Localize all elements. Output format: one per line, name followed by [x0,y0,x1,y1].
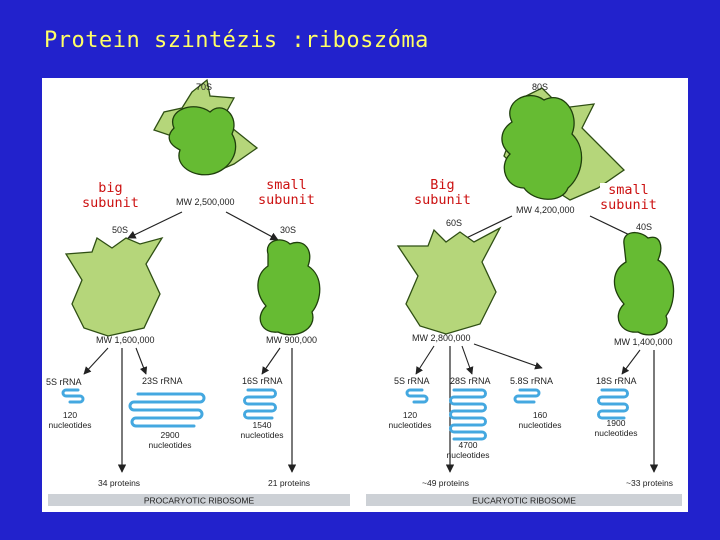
prokaryote-23s-rrna-shape [128,392,206,428]
eukaryote-5s-rrna-label: 5S rRNA [394,376,430,386]
prokaryote-70s-mw: MW 2,500,000 [176,197,235,207]
prokaryote-30s-subunit [257,239,321,336]
prokaryote-30s-mw: MW 900,000 [266,335,317,345]
eukaryote-big-subunit-label: Big subunit [414,177,471,208]
prokaryote-5s-rrna-label: 5S rRNA [46,377,82,387]
eukaryote-18s-rrna-label: 18S rRNA [596,376,637,386]
prokaryote-23s-rrna-label: 23S rRNA [142,376,183,386]
prokaryote-30s-label: 30S [280,225,296,235]
eukaryote-40s-protein-count: ~33 proteins [626,478,673,488]
prokaryote-small-subunit-label: small subunit [258,177,315,208]
prokaryote-50s-subunit [64,236,164,337]
eukaryote-80s-ribosome [501,87,626,201]
eukaryote-40s-label: 40S [636,222,652,232]
eukaryote-footer-label: EUCARYOTIC RIBOSOME [472,496,576,506]
eukaryote-60s-label: 60S [446,218,462,228]
ribosome-diagram: 70S MW 2,500,000 50S MW 1,600,000 30S MW… [42,78,688,512]
eukaryote-28s-rrna-shape [449,388,487,441]
prokaryote-70s-ribosome [153,78,259,176]
eukaryote-58s-rrna-shape [513,388,541,404]
prokaryote-footer-bar [48,494,350,506]
prokaryote-30s-protein-count: 21 proteins [268,478,310,488]
prokaryote-50s-mw: MW 1,600,000 [96,335,155,345]
eukaryote-footer-bar [366,494,682,506]
eukaryote-40s-subunit [613,232,675,336]
eukaryote-28s-rrna-label: 28S rRNA [450,376,491,386]
eukaryote-40s-mw: MW 1,400,000 [614,337,673,347]
eukaryote-80s-mw: MW 4,200,000 [516,205,575,215]
prokaryote-50s-label: 50S [112,225,128,235]
slide-title: Protein szintézis :riboszóma [44,28,429,53]
prokaryote-footer-label: PROCARYOTIC RIBOSOME [144,496,255,506]
prokaryote-16s-rrna-label: 16S rRNA [242,376,283,386]
prokaryote-50s-protein-count: 34 proteins [98,478,140,488]
prokaryote-16s-rrna-shape [243,388,277,420]
eukaryote-60s-mw: MW 2,800,000 [412,333,471,343]
eukaryote-60s-subunit [396,226,502,335]
eukaryote-5s-rrna-shape [405,388,429,404]
eukaryote-18s-rrna-shape [597,388,629,420]
prokaryote-big-subunit-label: big subunit [82,180,139,211]
ribosome-diagram-svg: 70S MW 2,500,000 50S MW 1,600,000 30S MW… [46,78,682,506]
eukaryote-60s-protein-count: ~49 proteins [422,478,469,488]
eukaryote-80s-label: 80S [532,82,548,92]
eukaryote-58s-rrna-label: 5.8S rRNA [510,376,553,386]
prokaryote-70s-label: 70S [196,82,212,92]
prokaryote-5s-rrna-shape [61,388,85,404]
eukaryote-small-subunit-label: small subunit [600,182,657,213]
